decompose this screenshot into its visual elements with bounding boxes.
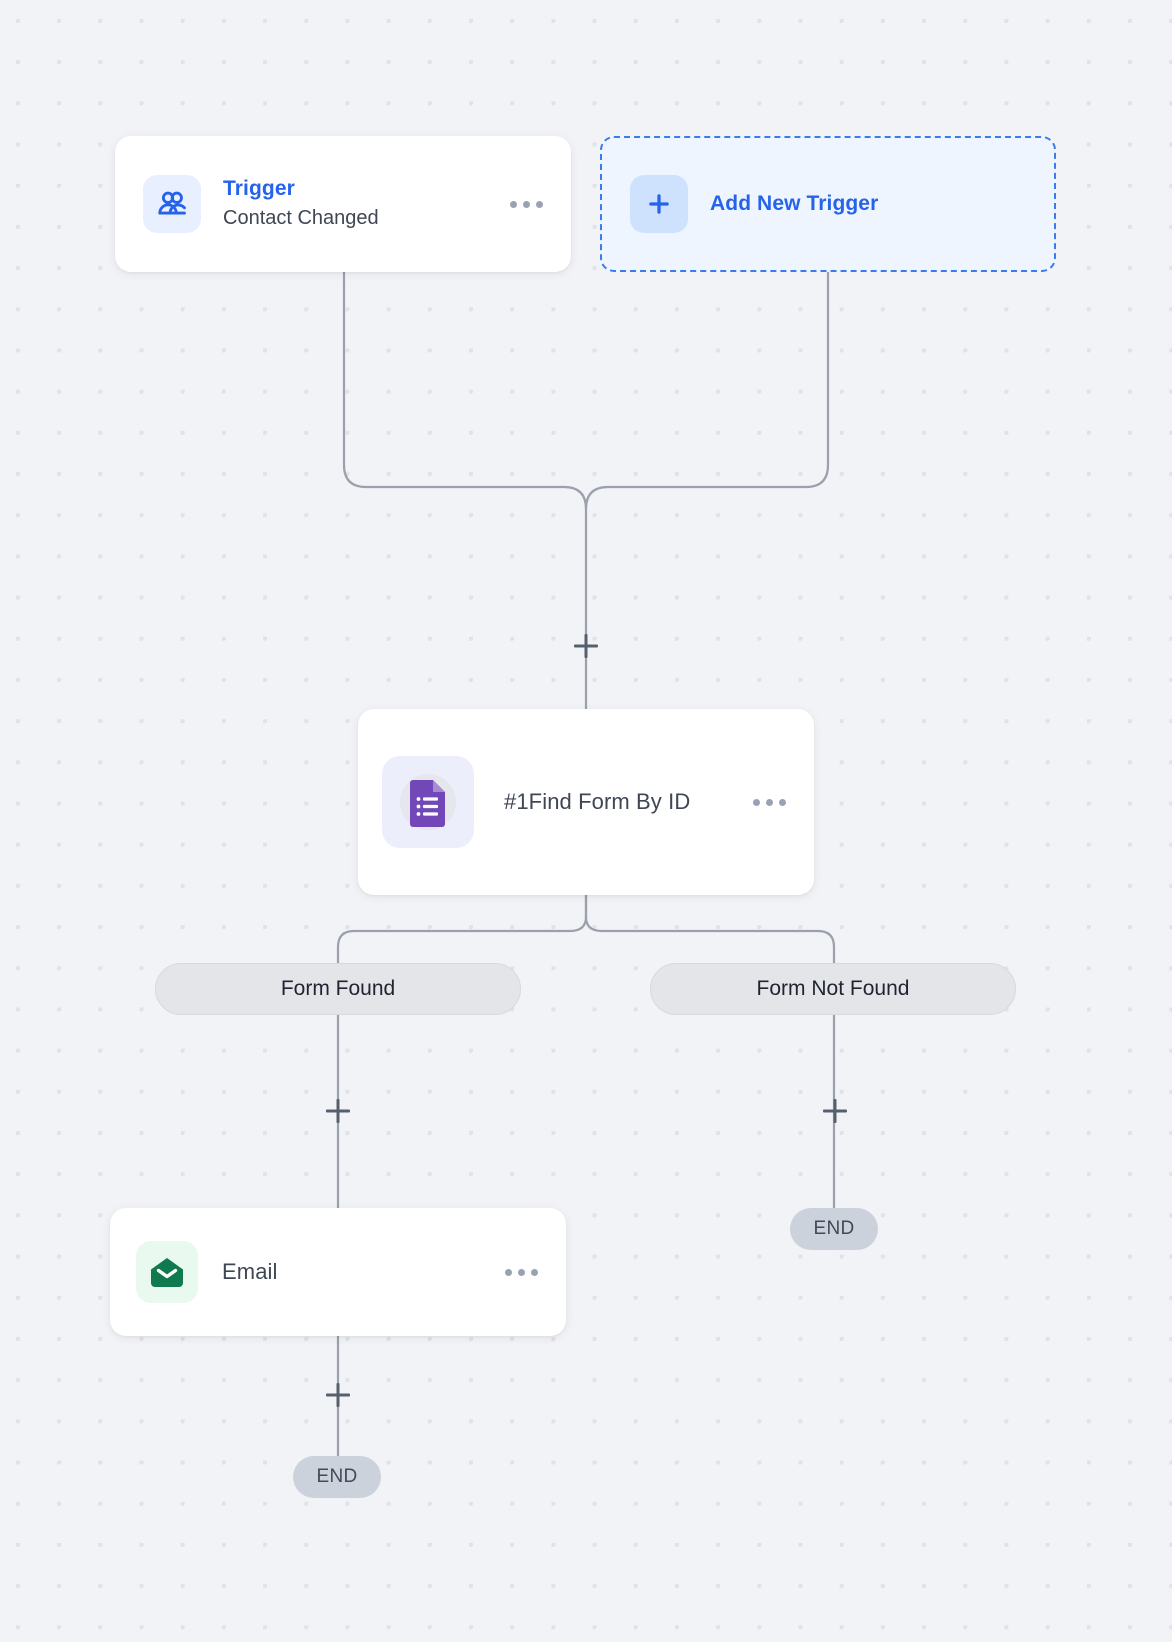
- plus-icon: [630, 175, 688, 233]
- google-forms-icon: [382, 756, 474, 848]
- edge-form-to-notfound: [584, 895, 836, 963]
- trigger-subtitle: Contact Changed: [223, 206, 379, 229]
- edge-trigger-to-form: [342, 272, 588, 709]
- email-title: Email: [222, 1259, 278, 1284]
- email-node[interactable]: Email: [110, 1208, 566, 1336]
- trigger-title: Trigger: [223, 177, 295, 201]
- add-step-after-trigger-button[interactable]: [571, 631, 601, 661]
- trigger-node[interactable]: Trigger Contact Changed: [115, 136, 571, 272]
- end-badge-email-branch: END: [293, 1456, 381, 1498]
- branch-label-form-not-found[interactable]: Form Not Found: [650, 963, 1016, 1015]
- email-envelope-icon: [136, 1241, 198, 1303]
- edge-addtrigger-to-form: [584, 272, 830, 510]
- branch-label-form-found[interactable]: Form Found: [155, 963, 521, 1015]
- add-new-trigger-button[interactable]: Add New Trigger: [600, 136, 1056, 272]
- add-new-trigger-label: Add New Trigger: [710, 192, 879, 215]
- find-form-node[interactable]: #1Find Form By ID: [358, 709, 814, 895]
- add-step-after-email-button[interactable]: [323, 1380, 353, 1410]
- add-step-form-not-found-button[interactable]: [820, 1096, 850, 1126]
- more-options-icon[interactable]: [510, 200, 547, 208]
- edge-form-to-found: [336, 895, 588, 963]
- contacts-people-icon: [143, 175, 201, 233]
- add-step-form-found-button[interactable]: [323, 1096, 353, 1126]
- end-badge-not-found-branch: END: [790, 1208, 878, 1250]
- more-options-icon[interactable]: [753, 798, 790, 806]
- more-options-icon[interactable]: [505, 1268, 542, 1276]
- find-form-title: #1Find Form By ID: [504, 789, 691, 814]
